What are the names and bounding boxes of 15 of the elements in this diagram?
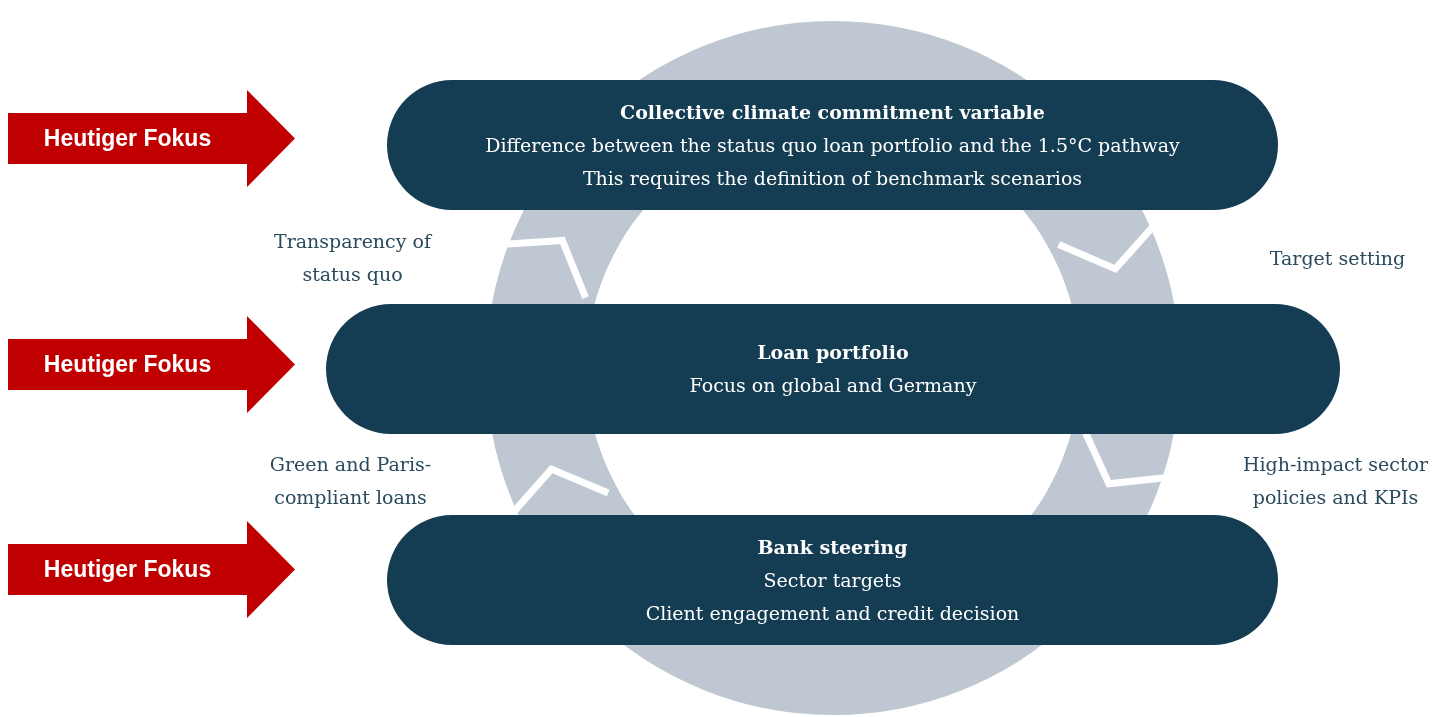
step-label: High-impact sector policies and KPIs [1241,452,1430,510]
focus-label: Heutiger Fokus [43,350,212,380]
pill-text: Difference between the status quo loan portfolio and the 1.5°C pathway [485,132,1180,158]
pill-text: Sector targets [763,567,902,593]
step-label: Target setting [1268,246,1407,271]
pill-heading: Collective climate commitment variable [620,99,1045,125]
pill-text: Client engagement and credit decision [645,600,1020,626]
pill-text: This requires the definition of benchmark scenarios [582,165,1083,191]
focus-label: Heutiger Fokus [43,124,212,154]
step-label: Transparency of status quo [273,229,434,287]
step-label: Green and Paris-compliant loans [268,452,433,510]
pill-heading: Loan portfolio [757,340,909,365]
pill-text: Focus on global and Germany [689,373,977,398]
pill-heading: Bank steering [757,534,908,560]
focus-label: Heutiger Fokus [43,555,212,585]
